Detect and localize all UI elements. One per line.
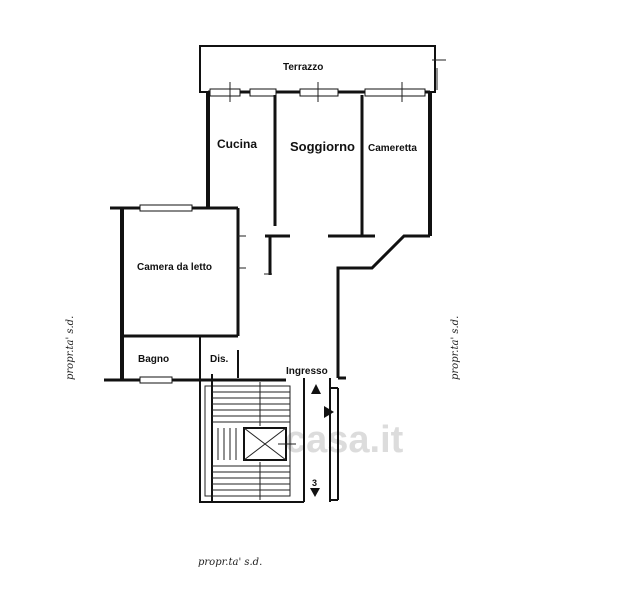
room-label-bagno: Bagno	[138, 354, 169, 365]
right-wall	[336, 92, 432, 380]
room-label-terrazzo: Terrazzo	[283, 62, 323, 73]
room-label-camera-da-letto: Camera da letto	[137, 262, 212, 273]
bath-walls	[104, 336, 286, 384]
arrow-up-icon	[311, 384, 321, 394]
stair-number: 3	[312, 478, 317, 488]
terrace	[199, 45, 446, 93]
bedroom-walls	[110, 204, 246, 380]
room-label-cameretta: Cameretta	[368, 143, 417, 154]
annotation-proprieta-bottom: propr.ta' s.d.	[198, 557, 262, 568]
arrow-right-icon	[324, 406, 334, 418]
room-label-ingresso: Ingresso	[286, 366, 328, 377]
arrow-down-icon	[310, 488, 320, 497]
stairwell	[199, 374, 339, 503]
room-label-dis: Dis.	[210, 354, 229, 365]
top-wall	[208, 82, 430, 102]
room-label-soggiorno: Soggiorno	[290, 139, 355, 154]
annotation-proprieta-right: propr.ta' s.d.	[450, 316, 461, 380]
annotation-proprieta-left: propr.ta' s.d.	[65, 316, 76, 380]
watermark: casa.it	[285, 419, 404, 461]
partitions-top	[264, 95, 375, 275]
room-label-cucina: Cucina	[217, 137, 257, 151]
